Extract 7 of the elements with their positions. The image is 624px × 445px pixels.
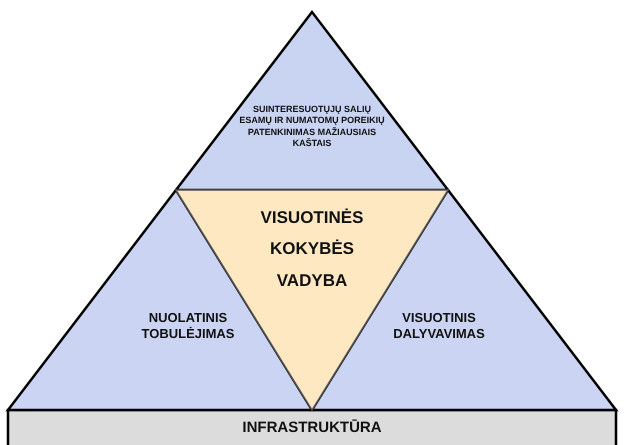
base-bar: [8, 410, 616, 445]
segment-label: VISUOTINĖS KOKYBĖS VADYBA: [260, 207, 364, 292]
segment-label: SUINTERESUOTŲJŲ SALIŲ ESAMŲ IR NUMATOMŲ POREIKIŲ PATENKINIMAS MAŽIAUSIAIS KAŠTAIS: [238, 104, 386, 149]
segment-label: NUOLATINIS TOBULĖJIMAS: [140, 310, 236, 342]
segment-label: INFRASTRUKTŪRA: [241, 418, 383, 438]
segment-label: VISUOTINIS DALYVAVIMAS: [392, 310, 486, 342]
pyramid-top-segment: [176, 12, 448, 190]
